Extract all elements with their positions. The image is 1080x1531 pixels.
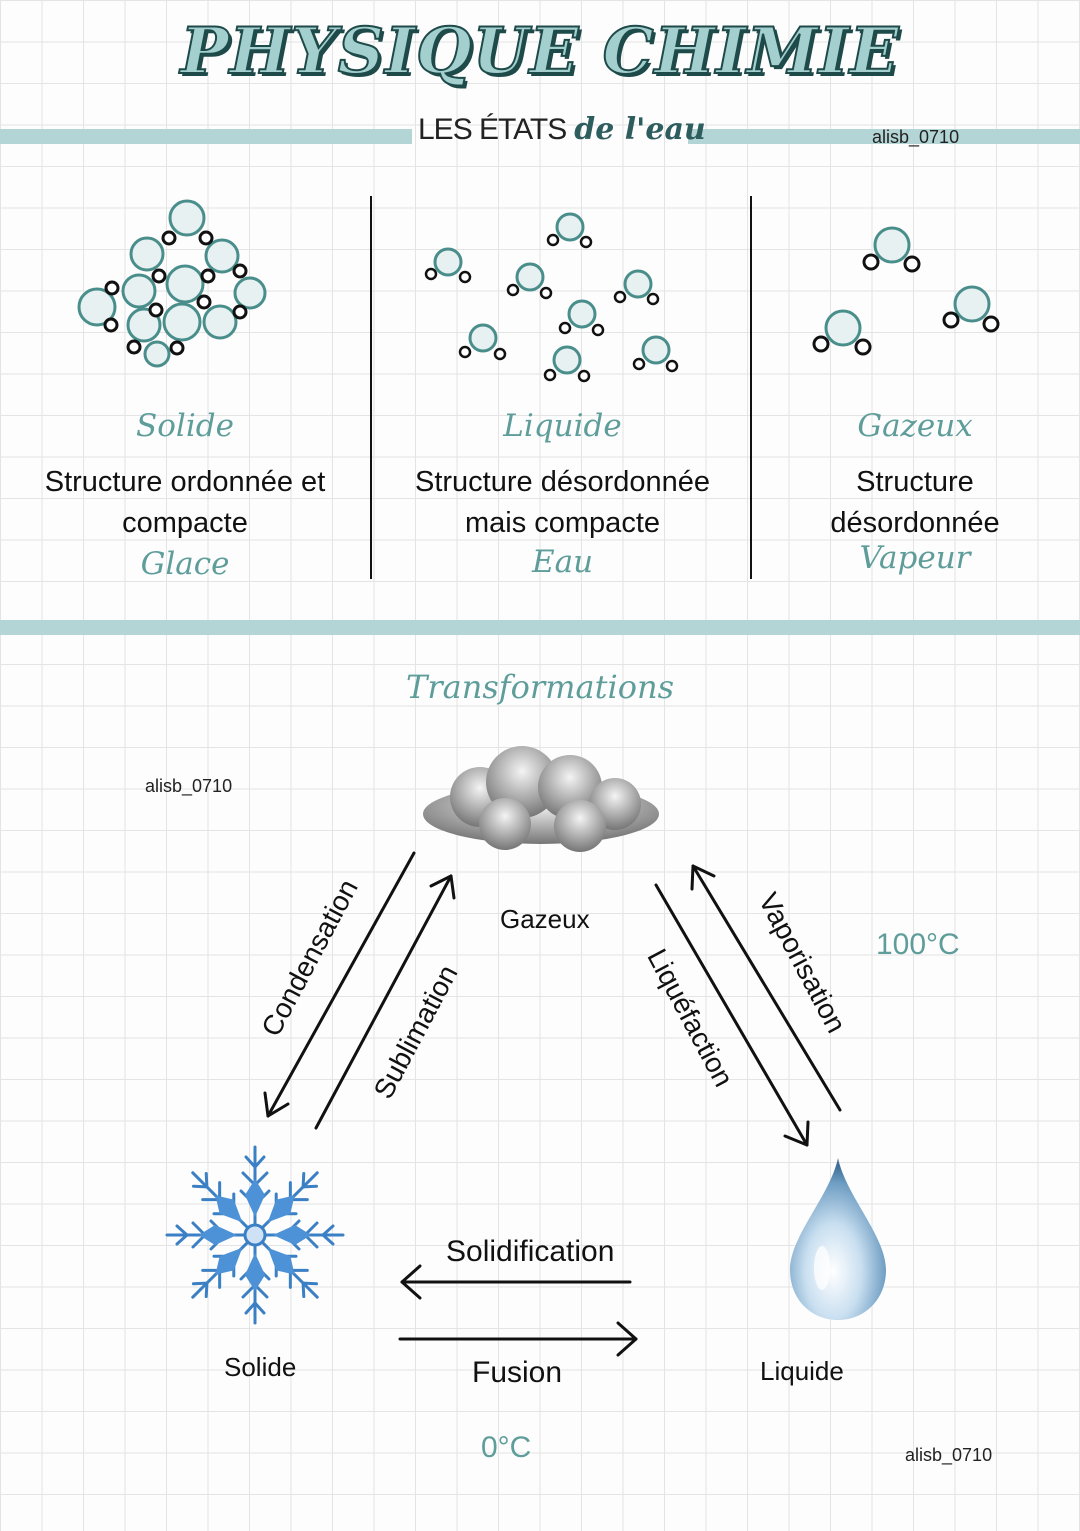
node-label-liquid: Liquide bbox=[760, 1356, 844, 1386]
gas-molecules-illustration bbox=[812, 226, 1000, 356]
watermark-left: alisb_0710 bbox=[145, 776, 233, 796]
subtitle-script: de l'eau bbox=[574, 112, 706, 147]
arrow-vaporisation bbox=[690, 864, 842, 1112]
column-divider-2 bbox=[750, 196, 752, 579]
state-name-liquid: Liquide bbox=[503, 408, 622, 444]
section-divider-band bbox=[0, 620, 1080, 635]
state-description-line: Structure bbox=[856, 466, 974, 498]
snowflake-icon bbox=[165, 1145, 345, 1325]
state-name-solid: Solide bbox=[136, 408, 234, 444]
page-title: PHYSIQUE CHIMIE bbox=[180, 13, 900, 90]
state-description-line: désordonnée bbox=[830, 507, 1000, 539]
state-description-gas: Structure désordonnée bbox=[770, 462, 1060, 544]
column-divider-1 bbox=[370, 196, 372, 579]
watermark-top: alisb_0710 bbox=[872, 127, 960, 147]
state-description-line: Structure désordonnée bbox=[414, 466, 711, 498]
transformations-heading: Transformations bbox=[406, 668, 674, 706]
watermark-bottom: alisb_0710 bbox=[905, 1445, 993, 1465]
state-example-gas: Vapeur bbox=[859, 540, 971, 576]
state-description-liquid: Structure désordonnée mais compacte bbox=[395, 462, 730, 544]
header-band-right bbox=[688, 129, 1080, 144]
node-label-solid: Solide bbox=[224, 1352, 297, 1382]
solid-molecules-illustration bbox=[77, 199, 267, 368]
header-band-left bbox=[0, 129, 412, 144]
cloud-icon bbox=[423, 746, 659, 852]
arrow-sublimation bbox=[314, 874, 456, 1130]
label-fusion: Fusion bbox=[472, 1356, 563, 1389]
state-description-solid: Structure ordonnée et compacte bbox=[20, 462, 350, 544]
temperature-melting: 0°C bbox=[481, 1431, 532, 1464]
liquid-molecules-illustration bbox=[424, 212, 679, 383]
state-name-gas: Gazeux bbox=[857, 408, 973, 444]
arrow-condensation bbox=[263, 851, 416, 1118]
state-description-line: mais compacte bbox=[464, 507, 660, 539]
arrow-liquefaction bbox=[654, 883, 810, 1147]
node-label-gas: Gazeux bbox=[500, 904, 590, 934]
state-example-solid: Glace bbox=[140, 546, 230, 582]
arrow-fusion bbox=[398, 1321, 638, 1357]
label-solidification: Solidification bbox=[446, 1235, 615, 1268]
state-example-liquid: Eau bbox=[531, 544, 594, 580]
state-description-line: Structure ordonnée et bbox=[44, 466, 326, 498]
water-drop-icon bbox=[790, 1158, 886, 1320]
temperature-boiling: 100°C bbox=[876, 928, 960, 961]
subtitle-main: LES ÉTATS bbox=[418, 113, 567, 146]
state-description-line: compacte bbox=[122, 507, 248, 539]
arrow-solidification bbox=[400, 1264, 632, 1300]
